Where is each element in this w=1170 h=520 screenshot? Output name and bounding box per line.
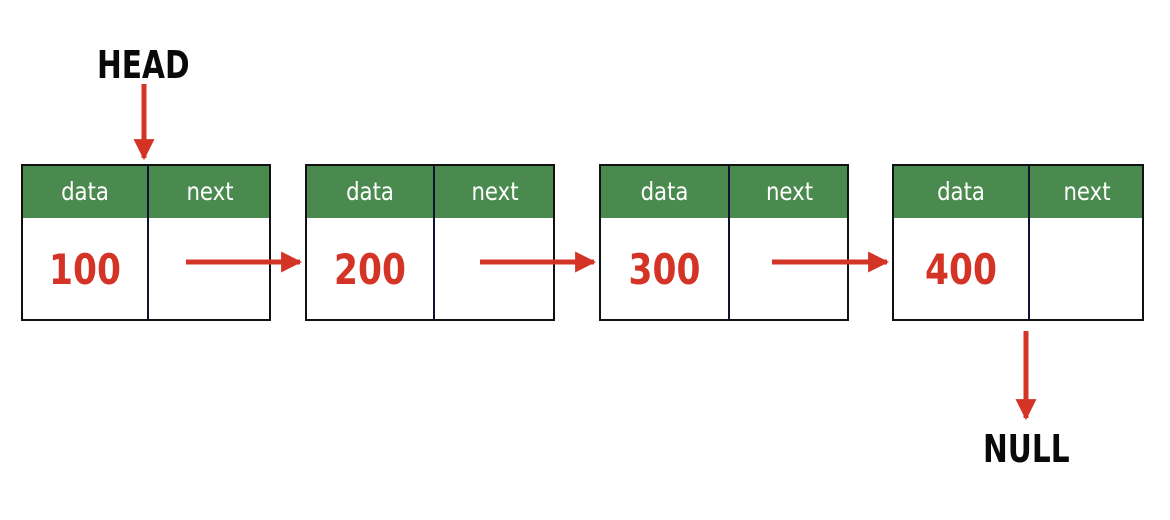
next-field-label: next [1063,177,1111,206]
node-divider [433,166,435,319]
node-value: 100 [49,245,121,294]
list-node-3: data next 300 [599,164,849,321]
next-field-label: next [765,177,814,206]
node-header [23,166,269,218]
data-field-label: data [61,177,109,206]
null-label: NULL [983,427,1070,471]
next-field-label: next [471,177,519,206]
node-value: 300 [628,245,701,294]
node-value: 200 [334,245,406,294]
head-label: HEAD [97,43,190,87]
data-field-label: data [640,177,689,206]
node-value: 400 [925,245,997,294]
node-header [894,166,1142,218]
node-divider [147,166,149,319]
list-node-1: data next 100 [21,164,271,321]
node-divider [1028,166,1030,319]
list-node-4: data next 400 [892,164,1144,321]
node-divider [728,166,730,319]
node-header [601,166,847,218]
data-field-label: data [346,177,394,206]
node-header [307,166,553,218]
list-node-2: data next 200 [305,164,555,321]
next-field-label: next [186,177,234,206]
data-field-label: data [937,177,985,206]
